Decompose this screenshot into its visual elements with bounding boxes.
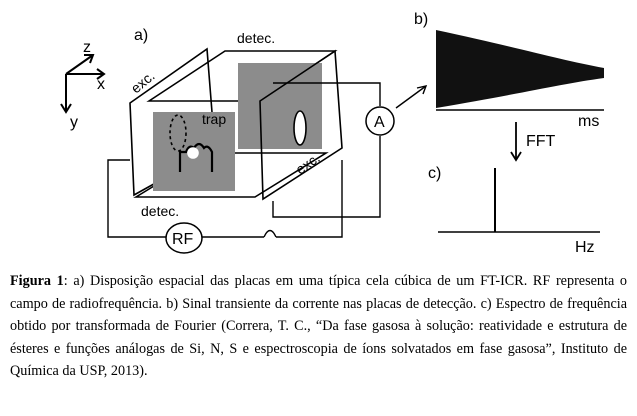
- cubic-cell: [129, 47, 343, 201]
- figure-caption: Figura 1: a) Disposição espacial das pla…: [10, 270, 627, 383]
- panel-a-label: a): [134, 27, 148, 44]
- back-plate-shade: [238, 63, 322, 149]
- transient-envelope: [436, 30, 604, 108]
- ion-cloud: [187, 147, 199, 159]
- amplifier-symbol: [365, 106, 395, 136]
- z-axis-label: z: [83, 39, 91, 56]
- x-axis-label: x: [97, 76, 105, 93]
- fft-label: FFT: [526, 133, 556, 150]
- exc-left-label: exc.: [128, 68, 158, 97]
- trap-wire: [178, 142, 214, 172]
- ion-orbit: [169, 114, 187, 152]
- rf-label: RF: [172, 231, 194, 248]
- back-plate-ellipse: [293, 110, 307, 146]
- circuit-wires: [107, 82, 428, 238]
- fft-arrow: [510, 122, 522, 162]
- figure-label: Figura 1: [10, 273, 64, 289]
- panel-c-label: c): [428, 165, 441, 182]
- coordinate-axes: [60, 54, 106, 114]
- amplifier-label: A: [374, 114, 385, 131]
- caption-text: : a) Disposição espacial das placas em u…: [10, 273, 627, 379]
- detec-top-label: detec.: [237, 30, 275, 46]
- transient-axis-label: ms: [578, 113, 599, 130]
- excitation-plate-right: [259, 49, 343, 201]
- spectrum-axis-label: Hz: [575, 239, 595, 256]
- trap-label: trap: [202, 111, 226, 127]
- detec-bottom-label: detec.: [141, 203, 179, 219]
- ft-icr-diagram: z x y a) detec. exc. trap exc. detec.: [60, 11, 604, 256]
- y-axis-label: y: [70, 114, 78, 131]
- rf-source-symbol: [165, 222, 203, 254]
- panel-b-label: b): [414, 11, 428, 28]
